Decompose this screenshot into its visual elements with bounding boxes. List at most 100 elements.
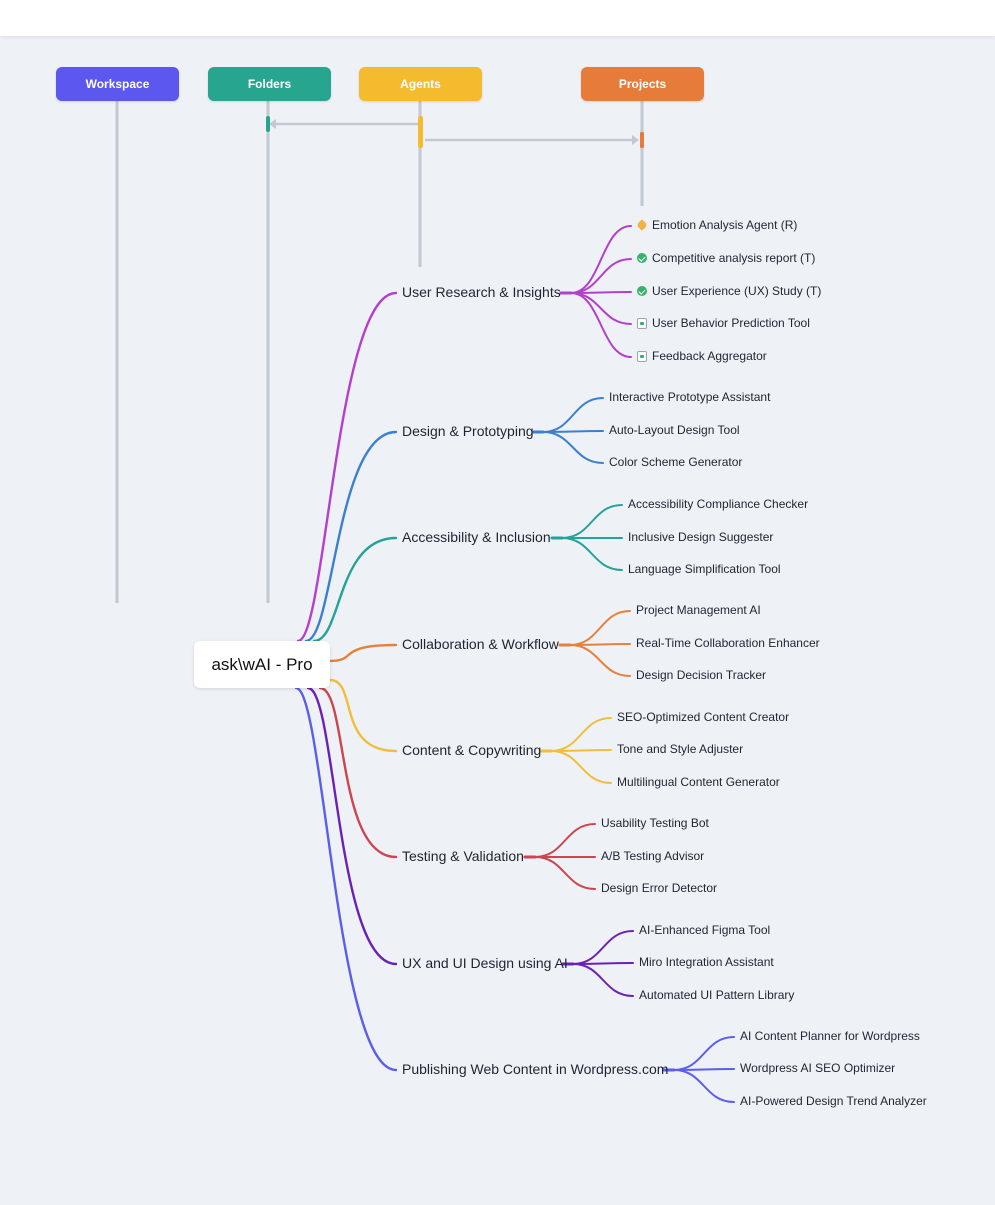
leaf-curve: [534, 856, 596, 890]
leaf-curve: [561, 504, 623, 539]
leaf-item[interactable]: Miro Integration Assistant: [639, 955, 774, 969]
arrow-head: [632, 135, 639, 145]
leaf-label: Accessibility Compliance Checker: [628, 497, 809, 511]
leaf-item[interactable]: A/B Testing Advisor: [601, 849, 704, 863]
leaf-item[interactable]: Project Management AI: [636, 603, 761, 617]
agents-header[interactable]: Agents: [359, 67, 482, 101]
leaf-curve: [572, 962, 634, 965]
category-label[interactable]: Testing & Validation: [402, 848, 524, 864]
leaf-item[interactable]: Emotion Analysis Agent (R): [637, 218, 797, 232]
folders-header[interactable]: Folders: [208, 67, 331, 101]
category-label[interactable]: UX and UI Design using AI: [402, 955, 568, 971]
agents-marker: [418, 116, 423, 148]
leaf-item[interactable]: Usability Testing Bot: [601, 816, 709, 830]
branch-curve: [306, 686, 398, 966]
branch-curve: [296, 291, 398, 643]
leaf-item[interactable]: Design Error Detector: [601, 881, 717, 895]
leaf-curve: [673, 1069, 735, 1103]
branch-curve: [328, 678, 398, 753]
leaf-item[interactable]: AI Content Planner for Wordpress: [740, 1029, 920, 1043]
leaf-item[interactable]: User Experience (UX) Study (T): [637, 284, 821, 298]
branch-curve: [318, 686, 398, 859]
leaf-item[interactable]: AI-Enhanced Figma Tool: [639, 923, 770, 937]
leaf-item[interactable]: Competitive analysis report (T): [637, 251, 815, 265]
category-label[interactable]: Content & Copywriting: [402, 742, 542, 758]
category-label[interactable]: Collaboration & Workflow: [402, 636, 559, 652]
leaf-item[interactable]: Interactive Prototype Assistant: [609, 390, 770, 404]
leaf-label: Emotion Analysis Agent (R): [652, 218, 798, 232]
leaf-label: Language Simplification Tool: [628, 562, 781, 576]
leaf-label: Tone and Style Adjuster: [617, 742, 744, 756]
leaf-curve: [542, 397, 604, 433]
document-icon: [637, 317, 647, 329]
leaf-label: Wordpress AI SEO Optimizer: [740, 1061, 896, 1075]
tag-icon: [636, 219, 648, 231]
leaf-item[interactable]: Color Scheme Generator: [609, 455, 742, 469]
leaf-label: Usability Testing Bot: [601, 816, 709, 830]
leaf-curve: [569, 643, 631, 646]
leaf-item[interactable]: SEO-Optimized Content Creator: [617, 710, 789, 724]
leaf-label: Multilingual Content Generator: [617, 775, 780, 789]
leaf-label: Automated UI Pattern Library: [639, 988, 795, 1002]
category-label[interactable]: Publishing Web Content in Wordpress.com: [402, 1061, 669, 1077]
leaf-curve: [572, 963, 634, 997]
workspace-header[interactable]: Workspace: [56, 67, 179, 101]
leaf-item[interactable]: Auto-Layout Design Tool: [609, 423, 740, 437]
leaf-curve: [561, 537, 623, 571]
leaf-item[interactable]: Real-Time Collaboration Enhancer: [636, 636, 820, 650]
projects-marker: [640, 132, 644, 148]
leaf-curve: [534, 823, 596, 858]
leaf-curve: [550, 750, 612, 784]
check-circle-icon: [637, 253, 647, 263]
leaf-item[interactable]: Automated UI Pattern Library: [639, 988, 794, 1002]
leaf-curve: [570, 291, 632, 294]
category-label[interactable]: Accessibility & Inclusion: [402, 529, 551, 545]
leaf-item[interactable]: Inclusive Design Suggester: [628, 530, 773, 544]
leaf-label: AI Content Planner for Wordpress: [740, 1029, 920, 1043]
leaf-item[interactable]: User Behavior Prediction Tool: [637, 316, 810, 330]
top-bar: [0, 0, 995, 36]
check-circle-icon: [637, 286, 647, 296]
leaf-label: SEO-Optimized Content Creator: [617, 710, 790, 724]
branch-curve: [304, 430, 398, 643]
leaf-curve: [570, 292, 632, 358]
category-label[interactable]: Design & Prototyping: [402, 423, 534, 439]
category-label[interactable]: User Research & Insights: [402, 284, 561, 300]
leaf-label: Miro Integration Assistant: [639, 955, 774, 969]
leaf-label: AI-Enhanced Figma Tool: [639, 923, 771, 937]
leaf-item[interactable]: Tone and Style Adjuster: [617, 742, 743, 756]
leaf-curve: [570, 258, 632, 294]
leaf-label: Real-Time Collaboration Enhancer: [636, 636, 820, 650]
leaf-curve: [570, 292, 632, 325]
leaf-label: A/B Testing Advisor: [601, 849, 705, 863]
leaf-label: Competitive analysis report (T): [652, 251, 816, 265]
leaf-label: Inclusive Design Suggester: [628, 530, 774, 544]
leaf-curve: [550, 717, 612, 752]
leaf-item[interactable]: Multilingual Content Generator: [617, 775, 780, 789]
leaf-item[interactable]: Feedback Aggregator: [637, 349, 767, 363]
branch-curve: [328, 643, 398, 663]
leaf-item[interactable]: Accessibility Compliance Checker: [628, 497, 808, 511]
leaf-item[interactable]: Language Simplification Tool: [628, 562, 781, 576]
branch-curve: [294, 686, 398, 1072]
leaf-item[interactable]: AI-Powered Design Trend Analyzer: [740, 1094, 927, 1108]
document-icon: [637, 350, 647, 362]
leaf-label: AI-Powered Design Trend Analyzer: [740, 1094, 927, 1108]
leaf-curve: [569, 644, 631, 677]
folders-marker: [266, 116, 270, 132]
leaf-label: Auto-Layout Design Tool: [609, 423, 740, 437]
leaf-label: User Experience (UX) Study (T): [652, 284, 822, 298]
leaf-label: Color Scheme Generator: [609, 455, 743, 469]
leaf-curve: [572, 930, 634, 965]
leaf-item[interactable]: Wordpress AI SEO Optimizer: [740, 1061, 895, 1075]
branch-curve: [312, 536, 398, 643]
leaf-label: Design Decision Tracker: [636, 668, 767, 682]
leaf-curve: [542, 430, 604, 433]
leaf-curve: [542, 431, 604, 464]
leaf-item[interactable]: Design Decision Tracker: [636, 668, 766, 682]
root-node[interactable]: ask\wAI - Pro: [194, 641, 330, 688]
projects-header[interactable]: Projects: [581, 67, 704, 101]
leaf-curve: [673, 1036, 735, 1071]
leaf-curve: [570, 225, 632, 294]
